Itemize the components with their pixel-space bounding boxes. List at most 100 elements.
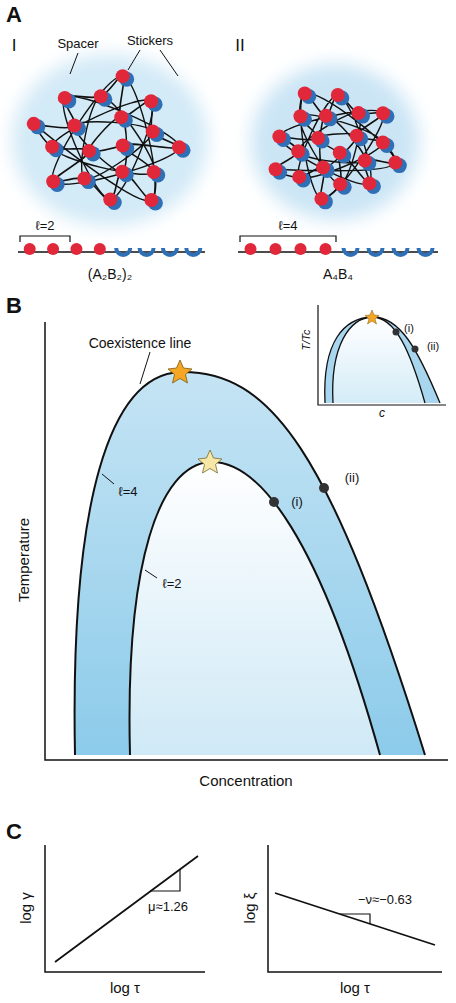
sticker-pair [358, 154, 377, 172]
chain-brackets [20, 236, 336, 242]
critical-point-star [365, 310, 379, 324]
sticker-a [82, 144, 96, 158]
condensate-halo [251, 64, 419, 220]
leader-line [140, 352, 150, 384]
state-dot [412, 346, 419, 353]
linear-chains [18, 243, 438, 255]
state-label: (i) [404, 322, 414, 335]
spacer-chain [276, 93, 396, 199]
sequence-label: (A₂B₂)₂ [88, 266, 132, 282]
part-label: Stickers [127, 34, 173, 49]
sticker-pair [291, 144, 310, 162]
sticker-a [47, 243, 59, 255]
sticker-a [45, 140, 59, 154]
spacer-chain [34, 76, 179, 200]
two-phase-region [333, 317, 425, 403]
sticker-a [172, 140, 186, 154]
length-label: ℓ=2 [35, 219, 54, 234]
condensate-halo [12, 54, 208, 226]
coexistence-curve [130, 462, 380, 755]
part-label: Spacer [57, 37, 98, 52]
sticker-pair [333, 146, 352, 164]
sticker-a [116, 139, 130, 153]
spacer-chain [34, 76, 179, 201]
panel-letter: B [6, 293, 22, 318]
sticker-pair [116, 69, 135, 87]
leader-lines [70, 50, 178, 76]
leader-line [145, 570, 157, 578]
sticker-pair [147, 165, 166, 183]
sticker-pair [352, 106, 371, 124]
sticker-a [24, 243, 36, 255]
curve-label: ℓ=2 [162, 577, 181, 592]
scaling-plots [45, 845, 442, 972]
sticker-b [140, 248, 154, 255]
state-label: (i) [291, 495, 303, 510]
sticker-a [116, 69, 130, 83]
sticker-a [293, 109, 307, 123]
two-phase-band [325, 317, 440, 403]
sequence-label: A₄B₄ [323, 266, 353, 282]
sticker-a [94, 243, 106, 255]
sticker-a [362, 176, 376, 190]
sticker-pair [362, 176, 381, 194]
sticker-a [147, 165, 161, 179]
critical-point-star [168, 360, 192, 383]
state-label: (ii) [345, 471, 359, 486]
sticker-pair [46, 175, 65, 193]
sticker-a [333, 146, 347, 160]
sticker-b [369, 248, 383, 255]
panel-subtitle: I [12, 36, 17, 56]
coexistence-curve [325, 317, 440, 403]
sticker-a [103, 193, 117, 207]
sticker-a [115, 165, 129, 179]
coexistence-curve [75, 372, 425, 755]
sticker-a [295, 243, 307, 255]
state-dot [393, 329, 400, 336]
sticker-a [144, 94, 158, 108]
curve-label: ℓ=4 [118, 485, 137, 500]
sticker-a [77, 172, 91, 186]
sticker-pair [311, 131, 330, 149]
sticker-pair [333, 177, 352, 195]
sticker-a [388, 156, 402, 170]
axis-title: T/Tc [300, 330, 313, 351]
sticker-a [114, 110, 128, 124]
sticker-pair [272, 130, 291, 148]
axis-title: c [379, 407, 385, 421]
sticker-b [186, 248, 200, 255]
sticker-pair [293, 109, 312, 127]
two-phase-band [75, 372, 425, 755]
sticker-pair [172, 140, 191, 158]
sticker-b [116, 248, 130, 255]
sticker-pair [144, 94, 163, 112]
sticker-a [70, 243, 82, 255]
critical-point-star [198, 450, 222, 473]
sticker-pair [58, 91, 77, 109]
axis-title: log γ [17, 892, 34, 924]
sticker-pair [45, 140, 64, 158]
scaling-line [275, 893, 435, 945]
curve-label: Coexistence line [89, 335, 192, 351]
sticker-b [163, 248, 177, 255]
panel-subtitle: II [235, 36, 244, 56]
sticker-b [419, 248, 433, 255]
sticker-networks [27, 69, 407, 210]
sticker-pair [103, 193, 122, 211]
inset-plot [318, 305, 446, 405]
state-dot [319, 483, 329, 493]
sticker-pair [292, 170, 311, 188]
axis-title: Temperature [15, 518, 32, 602]
sticker-pair [82, 144, 101, 162]
sticker-a [320, 243, 332, 255]
sticker-a [311, 131, 325, 145]
sticker-a [292, 170, 306, 184]
scaling-line [55, 856, 198, 962]
coexistence-curve [333, 317, 425, 403]
sticker-pair [298, 86, 317, 104]
sticker-a [67, 119, 81, 133]
sticker-a [298, 86, 312, 100]
sticker-a [58, 91, 72, 105]
sticker-pair [114, 110, 132, 128]
